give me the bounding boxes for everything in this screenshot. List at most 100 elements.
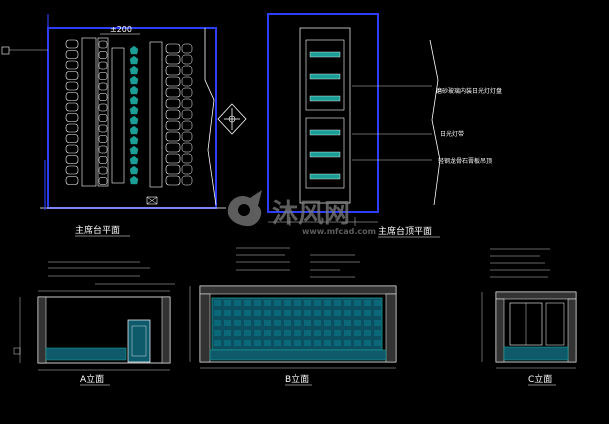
elev-b-tile xyxy=(344,330,351,336)
plan-chair-small xyxy=(98,177,108,185)
plan-seat-column-right xyxy=(165,43,193,186)
ceiling-light-strip xyxy=(309,51,341,58)
plan-chair-small xyxy=(98,61,108,70)
elev-b-tile xyxy=(364,310,371,316)
plan-plant xyxy=(129,135,139,145)
plan-chair-small xyxy=(181,54,193,65)
elev-b-tile xyxy=(374,300,381,306)
watermark-logo-icon xyxy=(227,190,262,227)
elev-b-tile xyxy=(244,330,251,336)
plan-chair xyxy=(165,153,181,164)
elev-b-tile xyxy=(284,320,291,326)
plan-title: 主席台平面 xyxy=(75,224,120,236)
elev-b-tile xyxy=(344,310,351,316)
plan-chair-small xyxy=(98,82,108,91)
plan-chair-small xyxy=(98,135,108,143)
plan-chair xyxy=(165,142,181,153)
plan-chair-small xyxy=(98,103,108,112)
elev-b-tile xyxy=(254,330,261,336)
plan-chair xyxy=(165,54,181,65)
elev-b-tile xyxy=(354,320,361,326)
plan-chair xyxy=(165,120,181,131)
plan-chair xyxy=(65,155,79,164)
elev-b-tile xyxy=(224,330,231,336)
elev-b-tile xyxy=(304,310,311,316)
plan-chair-small xyxy=(98,40,108,49)
plan-chair-small xyxy=(181,98,193,109)
elev-b-tile xyxy=(334,320,341,326)
elev-b-tile xyxy=(314,340,321,346)
elev-b-tile xyxy=(244,300,251,306)
elev-b-tile xyxy=(274,300,281,306)
elev-b-tile xyxy=(344,320,351,326)
elev-b-tile xyxy=(304,340,311,346)
ceiling-light-strip xyxy=(309,151,341,158)
elevation-c: C立面 xyxy=(481,248,577,386)
plan-chair xyxy=(165,109,181,120)
plan-chair-small xyxy=(181,65,193,76)
ceiling-note-1: 磨砂玻璃内装日光灯灯盘 xyxy=(436,87,502,95)
elev-b-tile xyxy=(354,300,361,306)
ceiling-note-3: 轻钢龙骨石膏板吊顶 xyxy=(438,157,492,165)
ceiling-outer-wall xyxy=(267,13,379,213)
elev-b-tile xyxy=(364,320,371,326)
elev-b-tile xyxy=(324,310,331,316)
plan-seat-column-left xyxy=(65,39,108,185)
elev-b-tile xyxy=(294,330,301,336)
plan-plant xyxy=(129,165,139,175)
elev-b-tile xyxy=(304,320,311,326)
plan-chair xyxy=(65,50,79,59)
watermark: 沐风网 www.mfcad.com xyxy=(227,190,376,236)
plan-chair xyxy=(65,81,79,91)
elev-b-tile xyxy=(364,300,371,306)
plan-plant xyxy=(129,95,139,105)
plan-plant xyxy=(129,125,139,135)
plan-chair xyxy=(65,176,79,185)
elev-b-tile xyxy=(304,300,311,306)
elev-b-tile xyxy=(374,310,381,316)
elev-b-tile xyxy=(274,310,281,316)
plan-chair-small xyxy=(181,109,193,120)
plan-chair-small xyxy=(181,175,193,186)
plan-chair xyxy=(65,113,79,122)
elev-b-tile xyxy=(214,310,221,316)
elev-b-tile xyxy=(374,330,381,336)
elev-b-tile xyxy=(264,330,271,336)
elev-b-tile xyxy=(334,330,341,336)
elev-b-tile xyxy=(294,300,301,306)
ceiling-light-box-lower xyxy=(305,117,345,189)
elev-a-platform xyxy=(45,347,127,361)
elev-b-tile xyxy=(364,340,371,346)
plan-plant xyxy=(129,65,139,75)
north-arrow-icon xyxy=(217,103,247,135)
plan-chair xyxy=(65,123,79,133)
elev-b-tile xyxy=(364,330,371,336)
plan-table-center xyxy=(111,47,125,184)
plan-table-right xyxy=(149,41,163,188)
elev-b-tile xyxy=(284,330,291,336)
elev-b-tile xyxy=(224,300,231,306)
elev-b-tile xyxy=(274,330,281,336)
elev-b-tile xyxy=(344,300,351,306)
plan-curtain-wall xyxy=(204,28,217,206)
plan-chair-small xyxy=(181,142,193,153)
elev-b-tile xyxy=(254,340,261,346)
plan-plant xyxy=(129,75,139,85)
elev-b-tile xyxy=(304,330,311,336)
elev-b-tile xyxy=(264,310,271,316)
ceiling-light-strip xyxy=(309,173,341,180)
plan-chair xyxy=(165,175,181,186)
elev-b-tile xyxy=(274,340,281,346)
elev-b-tile xyxy=(294,320,301,326)
elev-b-tile xyxy=(294,310,301,316)
elev-b-tile xyxy=(244,320,251,326)
plan-chair-small xyxy=(98,72,108,80)
plan-plant xyxy=(129,105,139,115)
elev-b-tile xyxy=(324,320,331,326)
elevation-a: A立面 xyxy=(13,261,175,386)
elev-b-pattern xyxy=(214,300,381,346)
ceiling-view: 磨砂玻璃内装日光灯灯盘 日光灯带 轻钢龙骨石膏板吊顶 主席台顶平面 xyxy=(267,13,502,238)
elev-b-tile xyxy=(254,310,261,316)
elev-b-tile xyxy=(214,340,221,346)
